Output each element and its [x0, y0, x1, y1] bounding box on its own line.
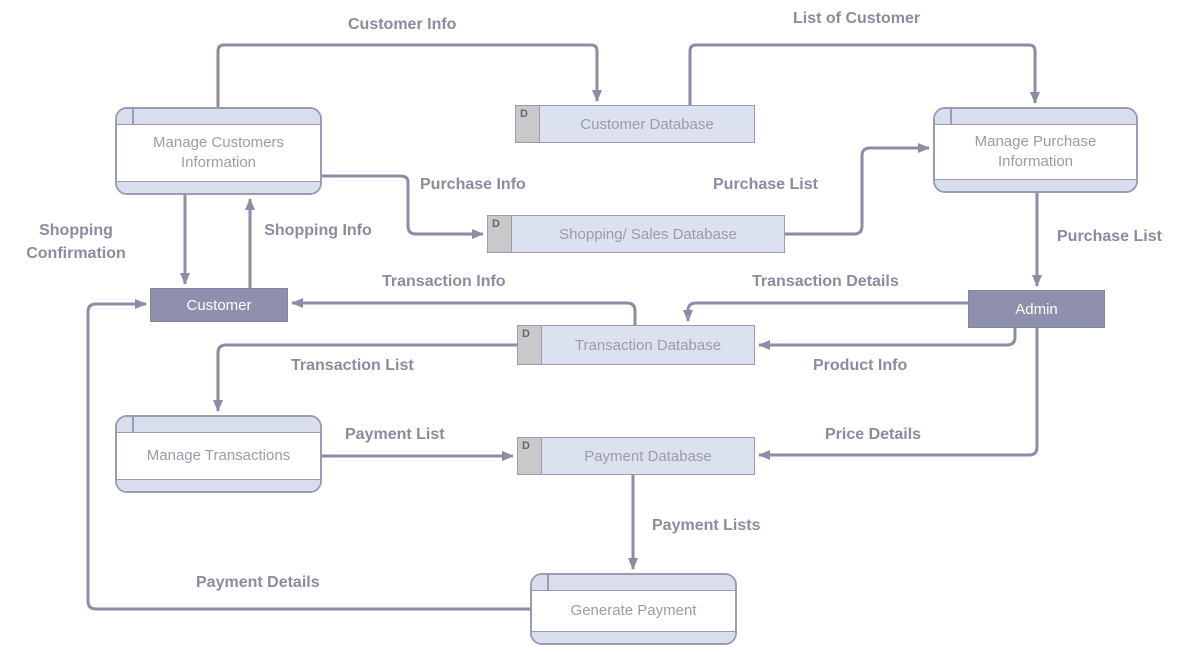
flow-purchase-list-to-manage-purchase-arrow	[785, 143, 930, 236]
process-footer-band	[532, 631, 735, 643]
flow-label-purchase-list-mid: Purchase List	[713, 176, 818, 193]
process-manage-purchase-information: Manage Purchase Information	[933, 107, 1138, 193]
datastore-type-marker: D	[518, 438, 542, 474]
datastore-label: Customer Database	[580, 115, 714, 133]
flow-list-of-customer-arrow	[688, 43, 1040, 105]
process-label: Manage Transactions	[146, 446, 291, 464]
process-id-band	[532, 575, 735, 591]
process-label: Manage Customers Information	[153, 133, 284, 171]
flow-label-transaction-list: Transaction List	[291, 357, 414, 374]
flow-label-payment-list: Payment List	[345, 426, 445, 443]
flow-label-shopping-confirmation: Shopping Confirmation	[26, 222, 126, 263]
datastore-transaction-database: D Transaction Database	[517, 325, 755, 365]
flow-payment-details-arrow	[86, 299, 530, 611]
datastore-type-marker: D	[518, 326, 542, 364]
process-label: Manage Purchase Information	[974, 132, 1097, 170]
process-footer-band	[117, 479, 320, 491]
process-generate-payment: Generate Payment	[530, 573, 737, 645]
flow-label-payment-lists: Payment Lists	[652, 517, 761, 534]
flow-label-product-info: Product Info	[813, 357, 908, 374]
flow-label-price-details: Price Details	[825, 426, 922, 443]
datastore-label: Transaction Database	[574, 336, 722, 354]
datastore-label: Payment Database	[584, 447, 712, 465]
flow-purchase-info-arrow	[322, 174, 484, 239]
flow-transaction-details-arrow	[683, 301, 968, 322]
flow-label-purchase-info: Purchase Info	[420, 176, 526, 193]
flow-label-customer-info: Customer Info	[348, 16, 457, 33]
flow-customer-info-arrow	[216, 43, 602, 107]
datastore-type-marker: D	[488, 216, 512, 252]
flow-price-details-arrow	[758, 328, 1039, 460]
entity-admin: Admin	[968, 290, 1105, 328]
flow-product-info-arrow	[758, 328, 1017, 350]
flow-transaction-info-arrow	[291, 298, 637, 325]
flow-label-transaction-info: Transaction Info	[382, 273, 506, 290]
flow-label-transaction-details: Transaction Details	[752, 273, 899, 290]
flow-transaction-list-arrow	[213, 343, 517, 412]
entity-customer: Customer	[150, 288, 288, 322]
flow-label-list-of-customer: List of Customer	[793, 10, 921, 27]
datastore-customer-database: D Customer Database	[515, 105, 755, 143]
process-footer-band	[935, 179, 1136, 191]
process-label: Generate Payment	[570, 601, 697, 619]
flow-label-shopping-info: Shopping Info	[264, 222, 372, 239]
process-manage-customers-information: Manage Customers Information	[115, 107, 322, 195]
process-id-band	[117, 109, 320, 125]
flow-label-purchase-list-right: Purchase List	[1057, 228, 1162, 245]
flow-label-payment-details: Payment Details	[196, 574, 320, 591]
datastore-payment-database: D Payment Database	[517, 437, 755, 475]
process-manage-transactions: Manage Transactions	[115, 415, 322, 493]
datastore-type-marker: D	[516, 106, 540, 142]
datastore-shopping-sales-database: D Shopping/ Sales Database	[487, 215, 785, 253]
process-footer-band	[117, 181, 320, 193]
process-id-band	[935, 109, 1136, 125]
process-id-band	[117, 417, 320, 433]
datastore-label: Shopping/ Sales Database	[559, 225, 737, 243]
